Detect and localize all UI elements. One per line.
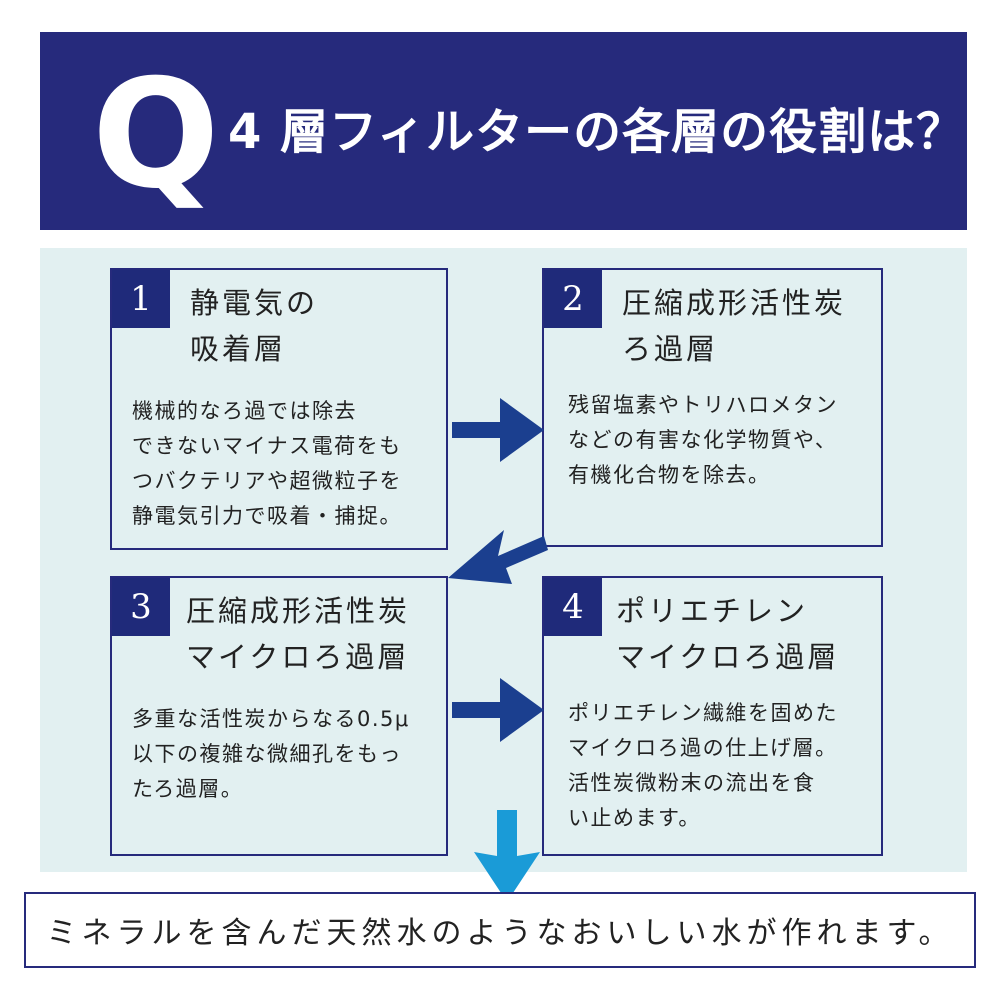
layer-number-badge: 3 [112, 578, 170, 636]
page-title: 4 層フィルターの各層の役割は？ [228, 104, 966, 160]
layer-heading: 圧縮成形活性炭 ろ過層 [622, 286, 847, 366]
layer-description: 機械的なろ過では除去 できないマイナス電荷をも つバクテリアや超微粒子を 静電気… [132, 399, 402, 528]
layer-number-badge: 2 [544, 270, 602, 328]
arrow-down-icon [474, 810, 540, 902]
layer-description: ポリエチレン繊維を固めた マイクロろ過の仕上げ層。 活性炭微粉末の流出を食 い止… [568, 701, 838, 830]
result-text: ミネラルを含んだ天然水のようなおいしい水が作れます。 [46, 916, 954, 951]
q-letter: Q [92, 48, 220, 222]
title-banner: Q 4 層フィルターの各層の役割は？ [40, 32, 967, 230]
layer-heading: ポリエチレン マイクロろ過層 [616, 594, 840, 674]
layer-box-2: 2 圧縮成形活性炭 ろ過層 残留塩素やトリハロメタン などの有害な化学物質や、 … [542, 268, 883, 547]
arrow-right-icon [452, 398, 544, 462]
arrow-right-icon [452, 678, 544, 742]
layer-number-badge: 1 [112, 270, 170, 328]
layer-description: 多重な活性炭からなる0.5μ 以下の複雑な微細孔をもっ たろ過層。 [132, 707, 410, 801]
arrow-down-left-icon [448, 530, 548, 584]
layer-description: 残留塩素やトリハロメタン などの有害な化学物質や、 有機化合物を除去。 [568, 393, 838, 487]
result-banner: ミネラルを含んだ天然水のようなおいしい水が作れます。 [24, 892, 976, 968]
layer-heading: 静電気の 吸着層 [190, 286, 319, 366]
layer-box-4: 4 ポリエチレン マイクロろ過層 ポリエチレン繊維を固めた マイクロろ過の仕上げ… [542, 576, 883, 856]
layer-heading: 圧縮成形活性炭 マイクロろ過層 [186, 594, 411, 674]
layer-box-3: 3 圧縮成形活性炭 マイクロろ過層 多重な活性炭からなる0.5μ 以下の複雑な微… [110, 576, 448, 856]
layer-box-1: 1 静電気の 吸着層 機械的なろ過では除去 できないマイナス電荷をも つバクテリ… [110, 268, 448, 550]
layer-number-badge: 4 [544, 578, 602, 636]
